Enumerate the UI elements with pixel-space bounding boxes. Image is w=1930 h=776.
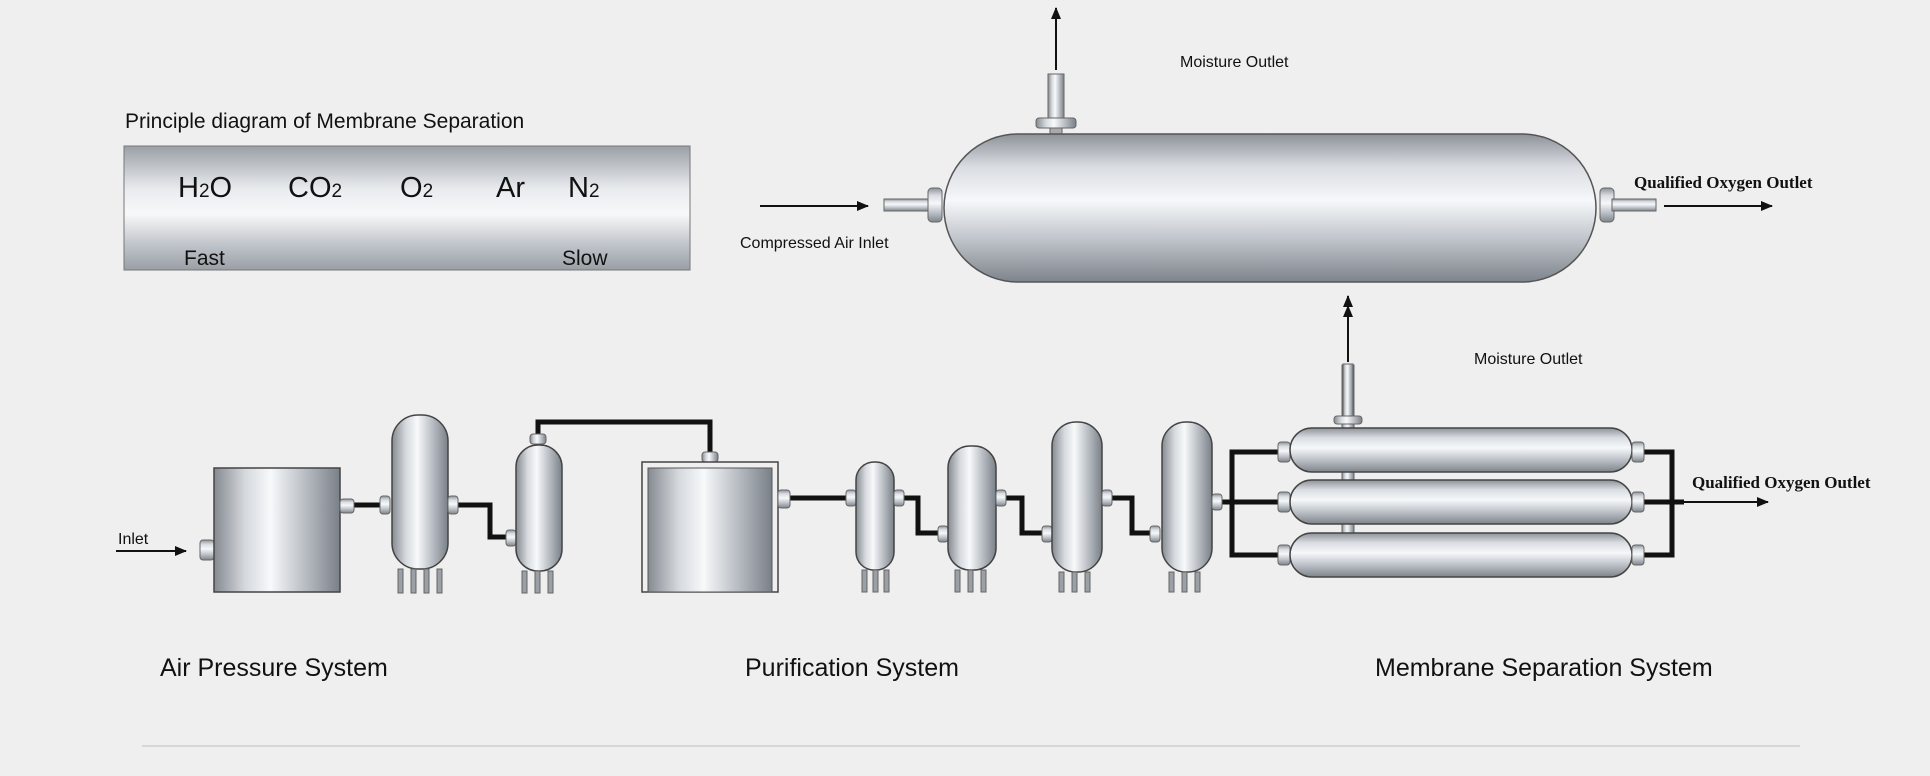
principle-title: Principle diagram of Membrane Separation: [125, 110, 524, 133]
filter-4: [1149, 421, 1223, 593]
molecule-4: N2: [568, 172, 600, 204]
air-tank: [379, 414, 459, 594]
top-outlet-nozzle: [1047, 73, 1065, 119]
filter-1: [845, 461, 905, 593]
molecule-0: H2O: [178, 172, 232, 204]
qualified-oxygen-outlet-top: Qualified Oxygen Outlet: [1634, 173, 1813, 192]
filter-2: [937, 445, 1007, 593]
qualified-oxygen-outlet-bottom: Qualified Oxygen Outlet: [1692, 473, 1871, 492]
air-filter-tank: [505, 433, 563, 594]
molecule-2: O2: [400, 172, 433, 204]
moisture-outlet-top: Moisture Outlet: [1180, 54, 1289, 71]
main-membrane-vessel: [943, 133, 1597, 283]
membrane-module-3: [1277, 532, 1645, 578]
membrane-separation-system-label: Membrane Separation System: [1375, 654, 1713, 682]
air-pressure-system-label: Air Pressure System: [160, 654, 388, 682]
compressed-air-inlet: Compressed Air Inlet: [740, 235, 889, 252]
purification-system-label: Purification System: [745, 654, 959, 682]
oxygen-outlet-nozzle: [1611, 198, 1657, 212]
molecule-3: Ar: [496, 172, 525, 204]
fast-label: Fast: [184, 247, 225, 270]
membrane-tube: [123, 145, 691, 271]
moisture-outlet-bottom: Moisture Outlet: [1474, 351, 1583, 368]
membrane-module-1: [1277, 427, 1645, 473]
filter-3: [1041, 421, 1113, 593]
molecule-list: H2O CO2 O2 Ar N2: [178, 172, 600, 204]
membrane-module-2: [1277, 479, 1645, 525]
molecule-1: CO2: [288, 172, 342, 204]
air-compressor: [213, 467, 341, 593]
air-inlet-flange: [927, 187, 943, 223]
top-outlet-flange: [1035, 117, 1077, 129]
inlet-label: Inlet: [118, 531, 149, 548]
refrigerated-dryer: [641, 451, 791, 593]
slow-label: Slow: [562, 247, 608, 270]
